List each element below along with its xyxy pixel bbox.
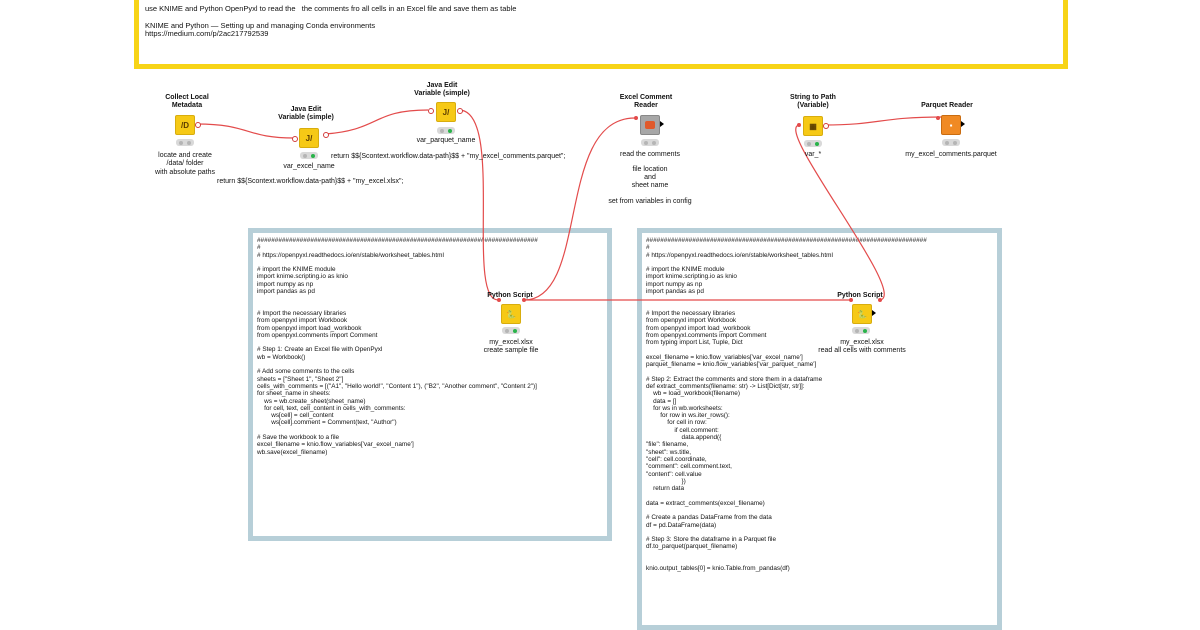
python-code-create-sample: ########################################…: [257, 237, 538, 456]
node-status-traffic-light: [300, 152, 318, 159]
node-status-traffic-light: [641, 139, 659, 146]
parquet-icon[interactable]: ▪: [941, 115, 961, 135]
excel-reader-note: file location and sheet name set from va…: [608, 166, 692, 205]
node-status-traffic-light: [437, 127, 455, 134]
java-variable-icon[interactable]: J/: [436, 102, 456, 122]
data-table-out-port[interactable]: [961, 121, 965, 127]
flow-variable-in-port[interactable]: [936, 116, 940, 120]
folder-metadata-icon[interactable]: /D: [175, 115, 195, 135]
data-table-out-port[interactable]: [660, 121, 664, 127]
flow-variable-in-port[interactable]: [634, 116, 638, 120]
python-icon[interactable]: 🐍: [852, 304, 872, 324]
data-table-out-port[interactable]: [872, 310, 876, 316]
python-code-annotation-read[interactable]: ########################################…: [637, 228, 1002, 630]
flow-variable-in-port[interactable]: [797, 123, 801, 127]
python-code-read-comments: ########################################…: [646, 237, 927, 573]
python-icon[interactable]: 🐍: [501, 304, 521, 324]
annotation-line: use KNIME and Python OpenPyxl to read th…: [145, 4, 517, 13]
node-label[interactable]: locate and create /data/ folder with abs…: [155, 152, 215, 176]
node-title: String to Path (Variable): [790, 94, 836, 109]
parquet-path-expression: return $${Scontext.workflow.data-path}$$…: [331, 153, 566, 160]
flow-variable-out-port[interactable]: [457, 108, 463, 114]
python-code-annotation-create[interactable]: ########################################…: [248, 228, 612, 541]
flow-variable-out-port[interactable]: [878, 298, 882, 302]
flow-variable-out-port[interactable]: [323, 132, 329, 138]
connection-python2-to-string-path: [795, 124, 885, 301]
annotation-line: KNIME and Python — Setting up and managi…: [145, 20, 376, 30]
flow-variable-in-port[interactable]: [849, 298, 853, 302]
node-title: Parquet Reader: [921, 102, 973, 109]
node-title: Excel Comment Reader: [619, 94, 673, 109]
node-label[interactable]: read the comments: [620, 151, 680, 158]
flow-variable-out-port[interactable]: [195, 122, 201, 128]
node-label[interactable]: my_excel_comments.parquet: [905, 151, 997, 158]
flow-variable-in-port[interactable]: [497, 298, 501, 302]
connection-python1-to-excel-reader: [523, 117, 636, 301]
node-label[interactable]: my_excel.xlsx read all cells with commen…: [818, 339, 906, 355]
node-title: Python Script: [837, 292, 883, 299]
connection-string-path-to-parquet: [823, 116, 943, 126]
node-title: Collect Local Metadata: [165, 94, 209, 109]
node-status-traffic-light: [804, 140, 822, 147]
node-label[interactable]: var_*: [804, 151, 822, 158]
node-label[interactable]: my_excel.xlsx create sample file: [483, 339, 539, 355]
connection-java1-to-java2: [324, 109, 429, 135]
annotation-link[interactable]: https://medium.com/p/2ac217792539: [145, 29, 269, 39]
node-status-traffic-light: [942, 139, 960, 146]
connection-metadata-to-java1: [196, 123, 295, 139]
flow-variable-in-port[interactable]: [292, 136, 298, 142]
component-icon[interactable]: [640, 115, 660, 135]
node-title: Java Edit Variable (simple): [414, 82, 470, 97]
flow-variable-out-port[interactable]: [522, 298, 526, 302]
flow-variable-in-port[interactable]: [428, 108, 434, 114]
node-title: Java Edit Variable (simple): [278, 106, 334, 121]
excel-path-expression: return $${Scontext.workflow.data-path}$$…: [217, 178, 404, 185]
node-label[interactable]: var_excel_name: [283, 163, 335, 170]
string-path-icon[interactable]: ▦: [803, 116, 823, 136]
java-variable-icon[interactable]: J/: [299, 128, 319, 148]
node-status-traffic-light: [176, 139, 194, 146]
connection-java2-to-python1: [458, 109, 499, 301]
workflow-description-annotation[interactable]: use KNIME and Python OpenPyxl to read th…: [134, 0, 1068, 69]
node-label[interactable]: var_parquet_name: [416, 137, 476, 144]
node-status-traffic-light: [852, 327, 870, 334]
node-status-traffic-light: [502, 327, 520, 334]
flow-variable-out-port[interactable]: [823, 123, 829, 129]
node-title: Python Script: [487, 292, 533, 299]
